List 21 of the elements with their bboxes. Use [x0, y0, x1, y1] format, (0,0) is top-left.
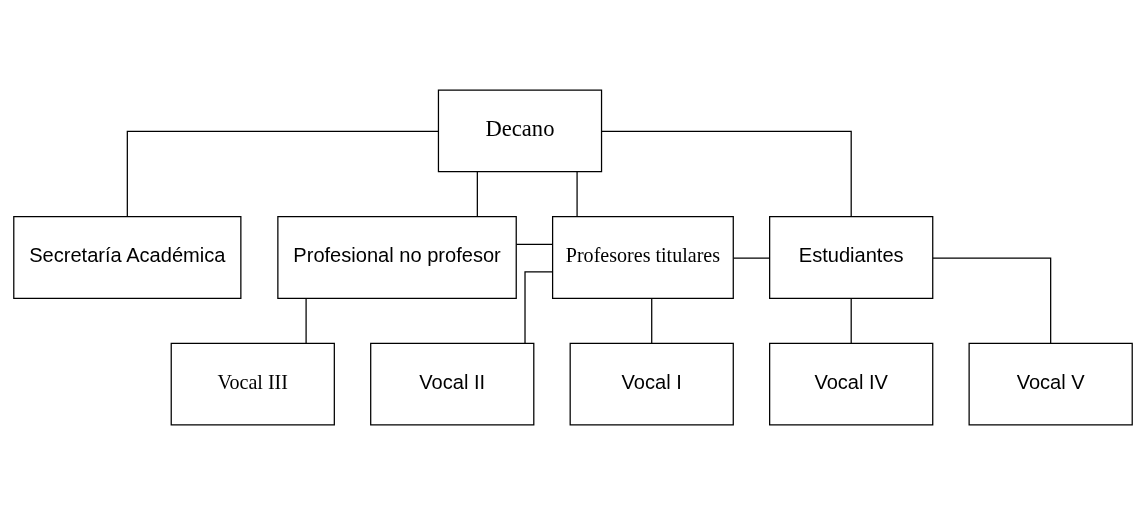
node-box: Vocal II [370, 342, 535, 426]
node-box: Profesores titulares [552, 216, 734, 299]
connector [305, 297, 307, 344]
node-box: Vocal IV [769, 342, 934, 426]
node-box: Vocal I [569, 342, 734, 426]
node-box: Profesional no profesor [277, 216, 517, 299]
connector [651, 297, 653, 344]
connector [476, 170, 478, 217]
connector [524, 271, 553, 344]
connector [850, 297, 852, 344]
node-box: Vocal III [170, 342, 335, 426]
connector [733, 257, 771, 259]
connector [126, 130, 439, 218]
connector [515, 243, 554, 245]
node-box: Estudiantes [769, 216, 934, 299]
node-box: Vocal V [968, 342, 1133, 426]
connector [932, 257, 1052, 344]
connector [576, 170, 578, 217]
connector [601, 130, 852, 218]
node-box: Secretaría Académica [13, 216, 242, 299]
node-box: Decano [437, 89, 603, 173]
